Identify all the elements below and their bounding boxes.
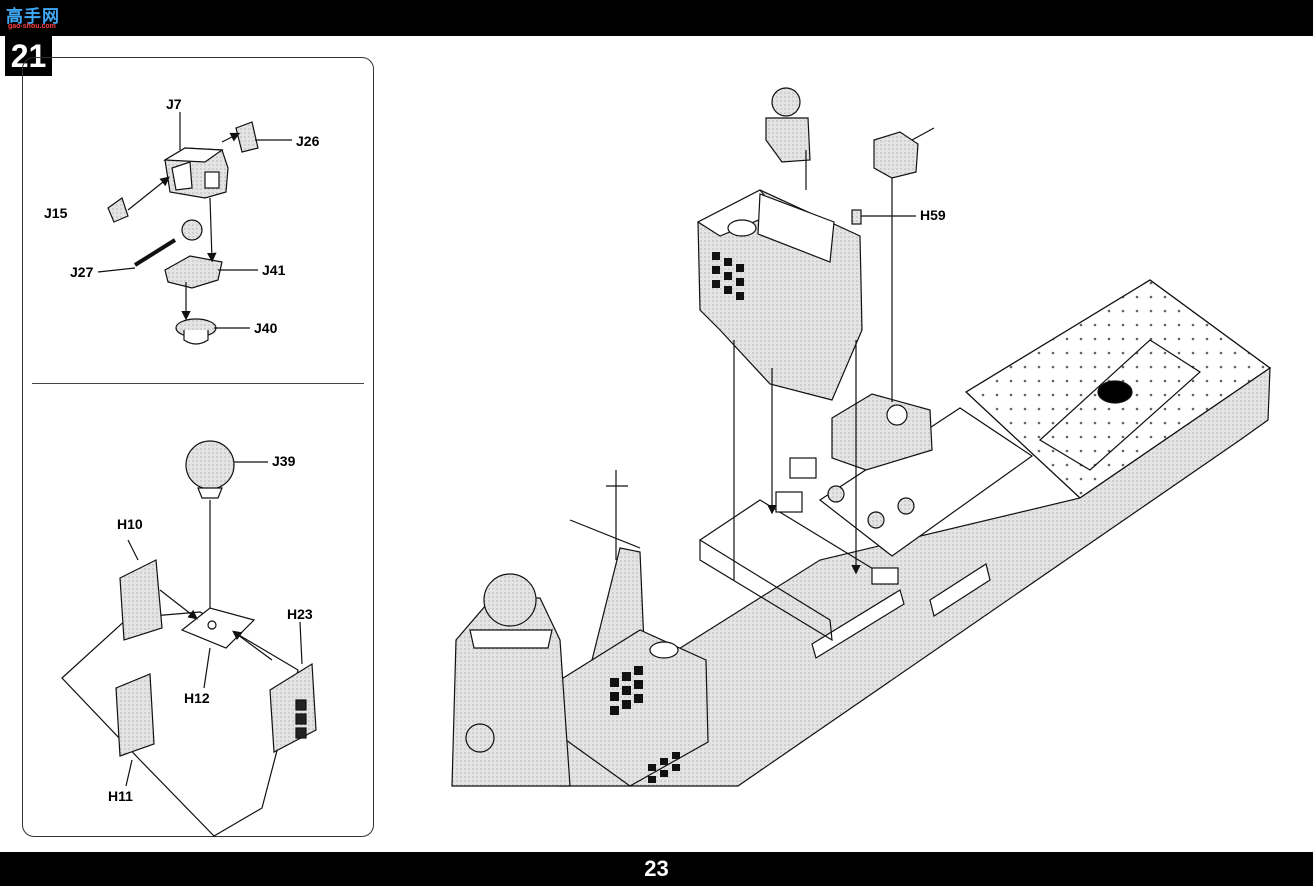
bottom-bar: 23 bbox=[0, 852, 1313, 886]
watermark-logo: 高手网 gao-shou.com bbox=[6, 2, 70, 32]
label-h59: H59 bbox=[920, 207, 946, 223]
label-j40: J40 bbox=[254, 320, 278, 336]
label-j41: J41 bbox=[262, 262, 286, 278]
ship-hull-drawing bbox=[451, 87, 1272, 787]
watermark-text: 高手网 bbox=[6, 7, 60, 26]
label-j27: J27 bbox=[70, 264, 94, 280]
page-number: 23 bbox=[644, 856, 669, 881]
label-h10: H10 bbox=[117, 516, 143, 532]
label-h12: H12 bbox=[184, 690, 210, 706]
sub-assembly-panel bbox=[22, 57, 374, 837]
watermark-subtext: gao-shou.com bbox=[8, 23, 56, 30]
label-h11: H11 bbox=[108, 788, 133, 804]
panel-divider bbox=[32, 383, 364, 384]
top-bar: 高手网 gao-shou.com bbox=[0, 0, 1313, 36]
label-j39: J39 bbox=[272, 453, 296, 469]
label-j26: J26 bbox=[296, 133, 320, 149]
radar-platform-subassembly bbox=[61, 440, 317, 837]
turret-subassembly bbox=[97, 112, 292, 345]
label-j15: J15 bbox=[44, 205, 68, 221]
label-j7: J7 bbox=[166, 96, 182, 112]
label-h23: H23 bbox=[287, 606, 313, 622]
